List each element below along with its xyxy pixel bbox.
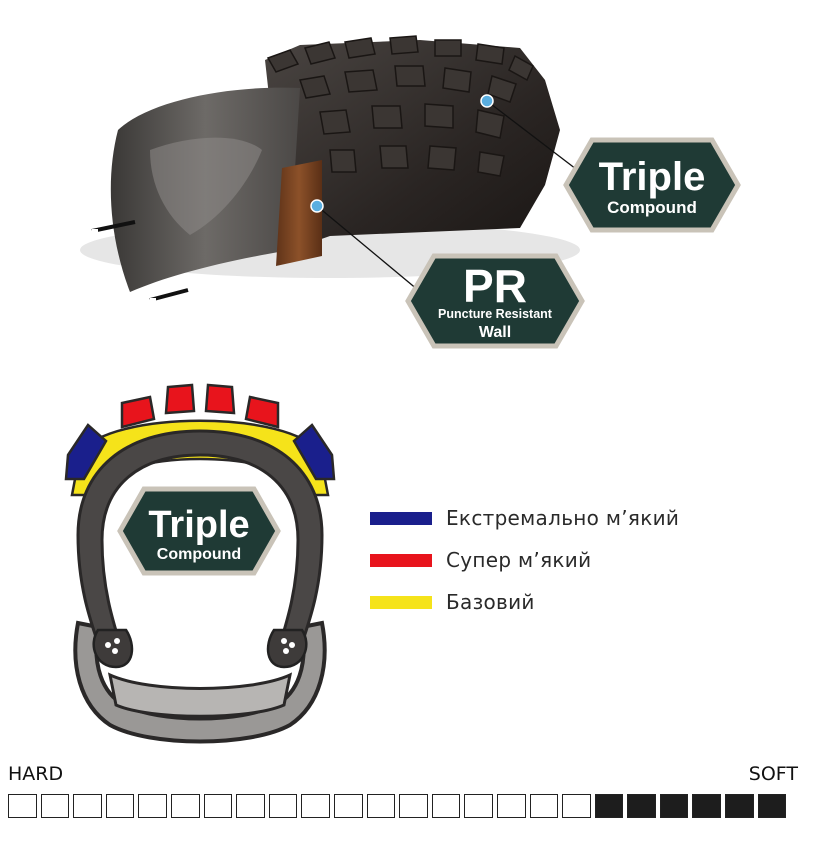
- legend-swatch-blue: [370, 511, 432, 525]
- pr-badge: PR Puncture Resistant Wall: [405, 253, 585, 349]
- scale-cell-filled: [594, 794, 624, 818]
- pr-badge-line2: Puncture Resistant: [438, 307, 553, 321]
- tread-knobs: [266, 35, 534, 177]
- scale-cell-empty: [203, 794, 233, 818]
- hardness-scale: [8, 794, 798, 818]
- scale-cell-empty: [529, 794, 559, 818]
- legend-item-extreme-soft: Екстремально м’який: [370, 504, 679, 532]
- tire-inner-highlight: [150, 137, 262, 235]
- puncture-resistant-layer: [276, 160, 322, 266]
- pr-badge-line1: PR: [463, 260, 527, 312]
- scale-cell-empty: [40, 794, 70, 818]
- scale-cell-empty: [170, 794, 200, 818]
- legend-label: Екстремально м’який: [446, 506, 680, 530]
- legend-item-base: Базовий: [370, 588, 535, 616]
- scale-cell-empty: [496, 794, 526, 818]
- scale-cell-empty: [562, 794, 591, 818]
- scale-cell-empty: [268, 794, 298, 818]
- leader-line-casing: [316, 205, 431, 301]
- scale-cell-filled: [627, 794, 656, 818]
- scale-cell-empty: [8, 794, 37, 818]
- scale-cell-empty: [431, 794, 461, 818]
- tire-tread-body: [265, 40, 560, 250]
- scale-cell-filled: [659, 794, 689, 818]
- legend-item-super-soft: Супер м’який: [370, 546, 591, 574]
- scale-cell-empty: [138, 794, 167, 818]
- marker-dot-casing: [310, 199, 324, 213]
- tire-beads: [92, 628, 308, 669]
- scale-cell-empty: [236, 794, 265, 818]
- tire-cross-section: Triple Compound: [64, 383, 336, 744]
- scale-soft-label: SOFT: [748, 763, 798, 785]
- legend-swatch-yellow: [370, 595, 432, 609]
- bead-wires: [91, 220, 189, 302]
- triple-badge-cross-line1: Triple: [148, 504, 249, 546]
- scale-cell-filled: [692, 794, 722, 818]
- triple-compound-badge-cross: Triple Compound: [117, 486, 281, 576]
- rim-channel: [107, 672, 293, 718]
- scale-cell-empty: [73, 794, 102, 818]
- marker-dot-tread: [480, 94, 494, 108]
- triple-badge-cross-line2: Compound: [157, 546, 241, 563]
- triple-badge-top-line1: Triple: [599, 155, 706, 199]
- scale-cell-filled: [725, 794, 754, 818]
- scale-cell-empty: [105, 794, 135, 818]
- legend-swatch-red: [370, 553, 432, 567]
- extreme-soft-knobs: [64, 423, 336, 481]
- pr-badge-line3: Wall: [479, 324, 511, 341]
- scale-hard-label: HARD: [8, 763, 64, 785]
- scale-cell-empty: [301, 794, 330, 818]
- triple-badge-top-line2: Compound: [607, 198, 697, 217]
- scale-cell-empty: [464, 794, 493, 818]
- legend-label: Супер м’який: [446, 548, 592, 572]
- scale-cell-filled: [757, 794, 787, 818]
- legend-label: Базовий: [446, 590, 535, 614]
- tire-cutaway-illustration: Triple Compound PR Puncture Resistant Wa…: [80, 35, 741, 349]
- scale-cell-empty: [399, 794, 428, 818]
- triple-compound-badge-top: Triple Compound: [563, 137, 741, 233]
- super-soft-knobs: [120, 383, 280, 429]
- scale-cell-empty: [366, 794, 396, 818]
- scale-cell-empty: [333, 794, 363, 818]
